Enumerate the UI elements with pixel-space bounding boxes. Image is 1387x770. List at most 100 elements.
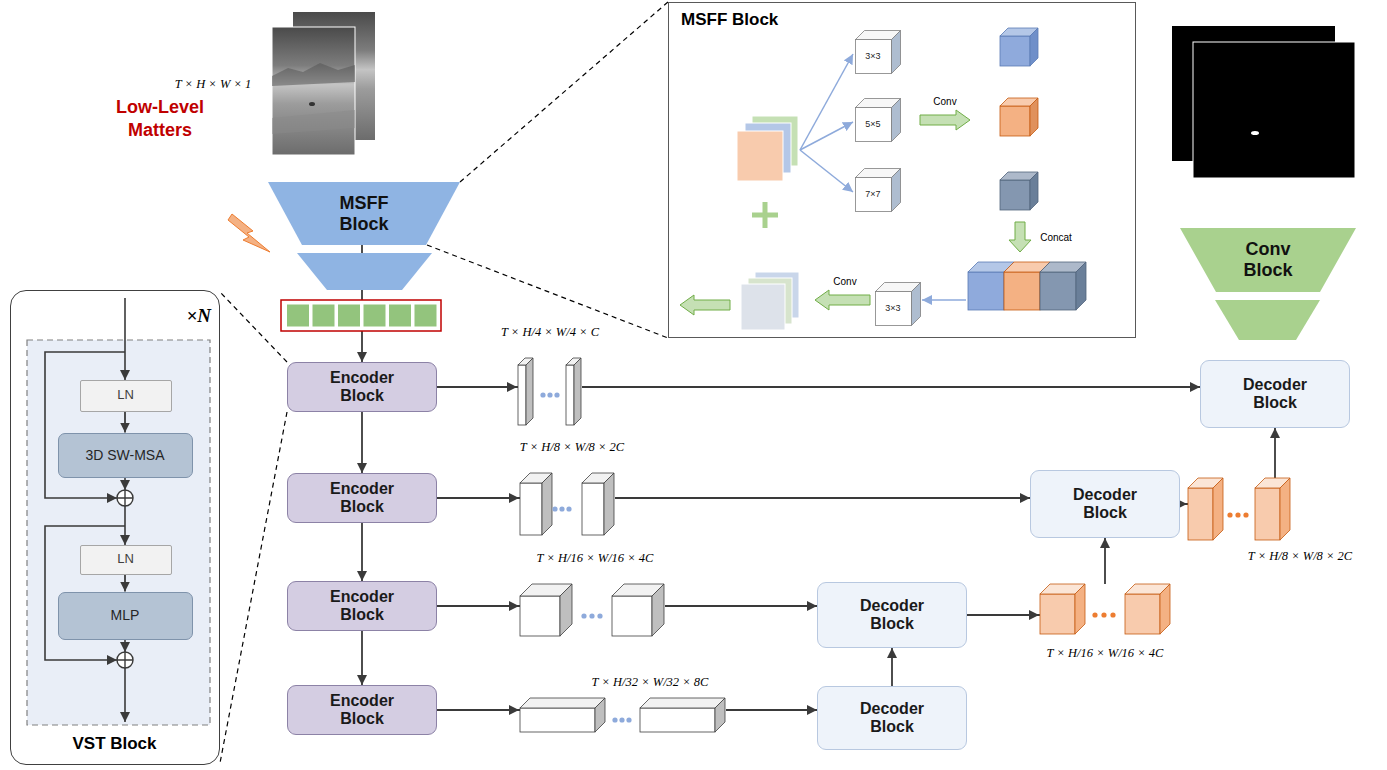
connector-group [125, 245, 1275, 710]
operation-label-holder: Conv [933, 96, 956, 108]
encoder-block: Encoder Block [287, 581, 437, 631]
callout-text: Low-Level Matters [100, 96, 220, 141]
token [338, 305, 360, 327]
callout-text-holder: Low-Level Matters [100, 96, 220, 141]
arrow-head [509, 493, 519, 503]
layer-norm-box: LN [80, 545, 172, 575]
decoder-slab-front [1188, 488, 1213, 540]
input-size-label-holder: T × H × W × 1 [175, 77, 251, 92]
concat-part-front [968, 272, 1004, 310]
ellipsis-dot [1243, 512, 1248, 517]
encoder-block: Encoder Block [287, 362, 437, 412]
feature-slab-front [520, 483, 542, 535]
attention-box: 3D SW-MSA [58, 433, 193, 478]
msff-detail-panel: MSFF Block3×35×57×73×3 [668, 2, 1136, 338]
connector-arrow [124, 412, 126, 433]
residual-add-cross [117, 652, 133, 668]
token [287, 305, 309, 327]
decoder-slab-side [1160, 584, 1170, 634]
decoder-slab-side [1213, 478, 1223, 540]
arrow-head [1029, 610, 1039, 620]
node-label: 3×3 [885, 303, 900, 313]
feature-slab-front [640, 708, 715, 732]
flow-arrow [800, 122, 853, 150]
lightning-icon [228, 214, 270, 252]
feature-size-label: T × H/8 × W/8 × 2C [1248, 549, 1352, 564]
feature-size-label-holder: T × H/16 × W/16 × 4C [537, 551, 654, 566]
ellipsis-dot [1227, 512, 1232, 517]
feature-slab-side [652, 584, 664, 636]
token-bar [281, 300, 441, 331]
node-label: MSFF Block [324, 193, 404, 234]
arrow-head [509, 705, 519, 715]
node-label: Decoder Block [1228, 376, 1323, 413]
feature-slab-front [520, 596, 560, 636]
cube-front [855, 39, 891, 73]
feature-size-label: T × H/16 × W/16 × 4C [537, 551, 654, 566]
residual-add-cross [117, 490, 133, 506]
vst-block-panel: ×NVST BlockLN3D SW-MSALNMLP [10, 290, 220, 765]
feature-slab-side [560, 584, 572, 636]
repeat-frame [27, 340, 210, 725]
ellipsis-dot [619, 717, 624, 722]
concat-part-side [1076, 262, 1086, 310]
connector-arrow [124, 575, 126, 592]
node-label: Conv Block [1228, 239, 1308, 280]
zoom-line [220, 412, 287, 763]
mask-target [1251, 131, 1259, 135]
concat-part-front [1004, 272, 1040, 310]
feature-slab-front [518, 365, 526, 425]
node-label: Decoder Block [845, 700, 940, 737]
cube-side [911, 282, 920, 325]
trapezoid-fill [268, 182, 460, 245]
feature-slab-front [566, 365, 574, 425]
feature-slab-side [542, 473, 552, 535]
cube-front [875, 291, 911, 325]
operation-label: Concat [1040, 232, 1072, 244]
node-label: 7×7 [865, 189, 880, 199]
zoom-line [460, 2, 668, 182]
node-label: LN [117, 552, 134, 567]
operation-label-holder: Conv [833, 276, 856, 288]
residual-add [117, 652, 133, 668]
kernel-cube: 5×5 [855, 98, 901, 142]
residual-add [117, 490, 133, 506]
ellipsis-dot [581, 613, 586, 618]
ellipsis-dot [540, 392, 545, 397]
cube-side [891, 98, 900, 141]
ellipsis-dot [597, 613, 602, 618]
node-label: Encoder Block [315, 692, 410, 729]
node-label: Encoder Block [315, 588, 410, 625]
decoder-block: Decoder Block [817, 686, 967, 750]
decoder-slab-side [1280, 478, 1290, 540]
cube-side [891, 168, 900, 211]
kernel-cube: 3×3 [855, 30, 901, 74]
feature-size-label-holder: T × H/8 × W/8 × 2C [520, 440, 624, 455]
token [313, 305, 335, 327]
flow-arrow [922, 299, 966, 301]
branch-cube-front [1000, 180, 1030, 210]
output-map [741, 284, 785, 330]
block-arrow [920, 110, 970, 130]
node-label: Decoder Block [1058, 486, 1153, 523]
node-label: Encoder Block [315, 369, 410, 406]
decoder-slab-front [1040, 594, 1075, 634]
branch-cube-side [1030, 172, 1038, 210]
arrow-head [507, 382, 517, 392]
node-label: LN [117, 388, 134, 403]
node-label: 5×5 [865, 119, 880, 129]
panel-title: ×N [159, 303, 211, 329]
branch-cube-front [1000, 36, 1030, 66]
panel-title: VST Block [11, 731, 218, 757]
flow-arrow [800, 54, 853, 150]
input-frame [272, 27, 355, 155]
ellipsis-dot [566, 506, 571, 511]
conv-funnel: Conv Block [1180, 228, 1356, 292]
token [415, 305, 437, 327]
ellipsis-dot [612, 717, 617, 722]
ellipsis-dot [1110, 612, 1115, 617]
token [364, 305, 386, 327]
